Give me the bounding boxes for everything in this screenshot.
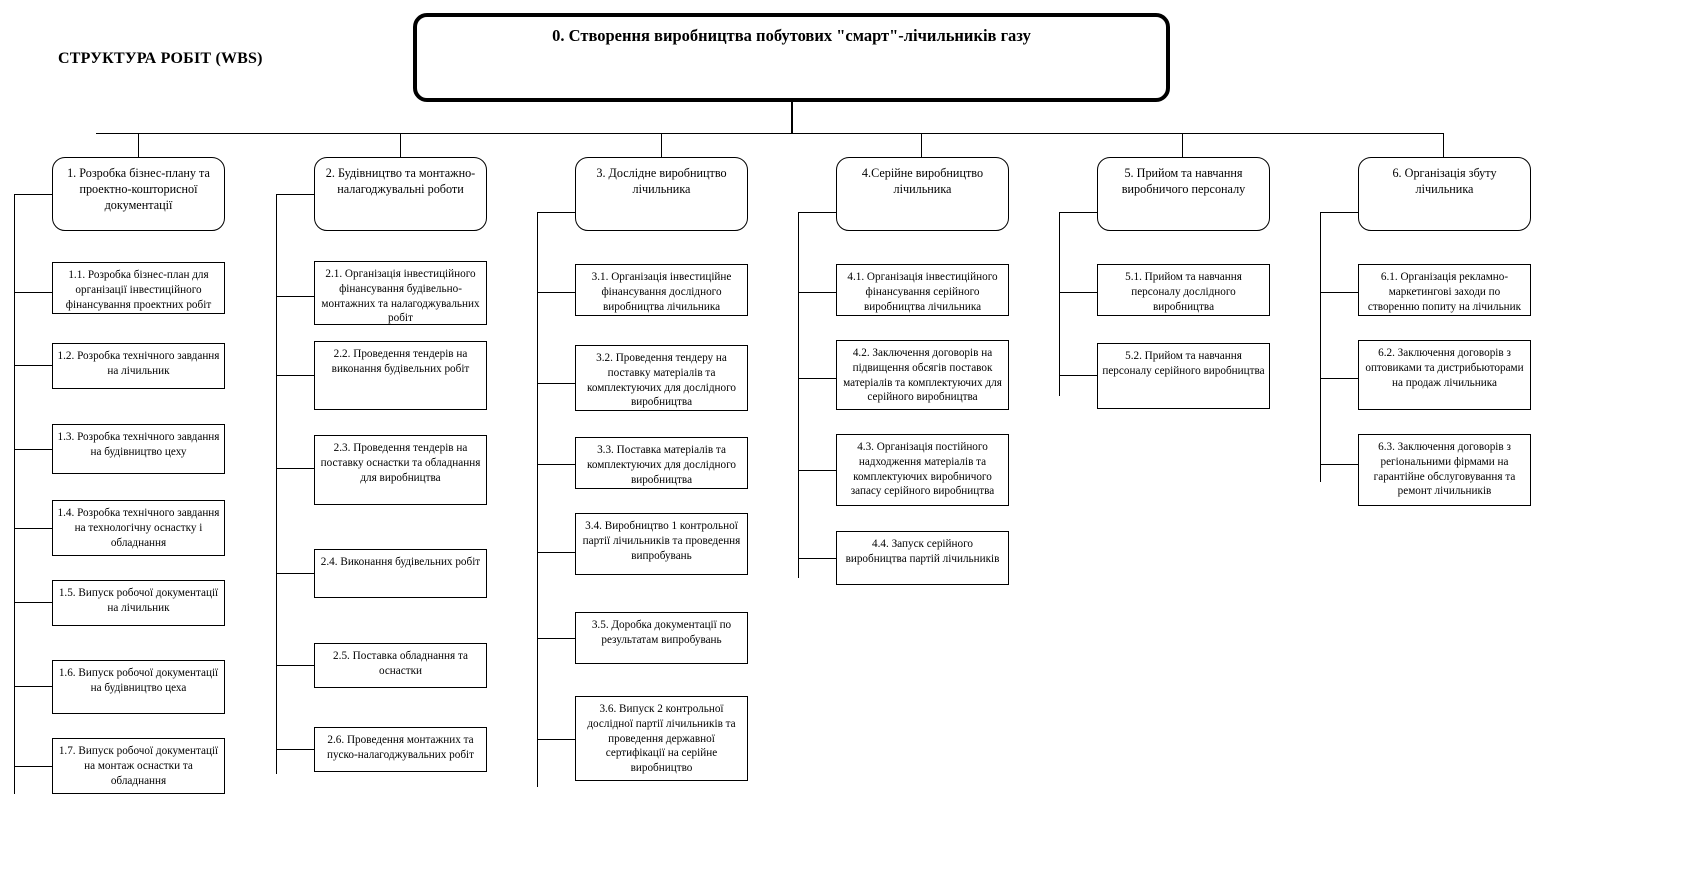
connector-stub-2-3 — [276, 468, 315, 469]
page-title: СТРУКТУРА РОБІТ (WBS) — [58, 50, 263, 67]
connector-stub-2-4 — [276, 573, 315, 574]
wbs-node-2-5[interactable]: 2.5. Поставка обладнання та оснастки — [314, 643, 487, 688]
wbs-node-6-3[interactable]: 6.3. Заключення договорів з регіональним… — [1358, 434, 1531, 506]
connector-drop-6 — [1443, 133, 1444, 157]
connector-drop-5 — [1182, 133, 1183, 157]
connector-stub-5-1 — [1059, 292, 1098, 293]
wbs-node-3-1[interactable]: 3.1. Організація інвестиційне фінансуван… — [575, 264, 748, 316]
wbs-node-2-6[interactable]: 2.6. Проведення монтажних та пуско-налаг… — [314, 727, 487, 772]
connector-root-trunk — [791, 102, 793, 134]
wbs-node-3[interactable]: 3. Дослідне виробництво лічильника — [575, 157, 748, 231]
connector-stub-3-1 — [537, 292, 576, 293]
connector-stub-6-2 — [1320, 378, 1359, 379]
connector-stub-5-header — [1059, 212, 1098, 213]
connector-stub-1-7 — [14, 766, 53, 767]
connector-stub-1-3 — [14, 449, 53, 450]
wbs-node-4-2[interactable]: 4.2. Заключення договорів на підвищення … — [836, 340, 1009, 410]
connector-stub-4-header — [798, 212, 837, 213]
connector-stub-3-5 — [537, 638, 576, 639]
connector-stub-3-3 — [537, 464, 576, 465]
connector-stub-6-1 — [1320, 292, 1359, 293]
connector-stub-5-2 — [1059, 375, 1098, 376]
connector-stub-1-5 — [14, 602, 53, 603]
wbs-node-5[interactable]: 5. Прийом та навчання виробничого персон… — [1097, 157, 1270, 231]
connector-spine-2 — [276, 194, 277, 774]
wbs-node-5-2[interactable]: 5.2. Прийом та навчання персоналу серійн… — [1097, 343, 1270, 409]
connector-spine-4 — [798, 212, 799, 578]
connector-spine-6 — [1320, 212, 1321, 482]
connector-stub-3-header — [537, 212, 576, 213]
connector-stub-1-1 — [14, 292, 53, 293]
wbs-node-2-3[interactable]: 2.3. Проведення тендерів на поставку осн… — [314, 435, 487, 505]
wbs-node-3-2[interactable]: 3.2. Проведення тендеру на поставку мате… — [575, 345, 748, 411]
connector-stub-3-6 — [537, 739, 576, 740]
wbs-node-1-7[interactable]: 1.7. Випуск робочої документації на монт… — [52, 738, 225, 794]
connector-drop-1 — [138, 133, 139, 157]
wbs-node-2-4[interactable]: 2.4. Виконання будівельних робіт — [314, 549, 487, 598]
connector-stub-3-4 — [537, 552, 576, 553]
wbs-node-1-1[interactable]: 1.1. Розробка бізнес-план для організаці… — [52, 262, 225, 314]
wbs-node-2-1[interactable]: 2.1. Організація інвестиційного фінансув… — [314, 261, 487, 325]
connector-stub-2-5 — [276, 665, 315, 666]
connector-stub-6-3 — [1320, 464, 1359, 465]
wbs-root-node[interactable]: 0. Створення виробництва побутових "смар… — [413, 13, 1170, 102]
connector-drop-4 — [921, 133, 922, 157]
wbs-node-4-3[interactable]: 4.3. Організація постійного надходження … — [836, 434, 1009, 506]
wbs-node-1-3[interactable]: 1.3. Розробка технічного завдання на буд… — [52, 424, 225, 474]
connector-stub-2-1 — [276, 296, 315, 297]
connector-level1-bus — [96, 133, 1444, 134]
connector-spine-5 — [1059, 212, 1060, 396]
connector-drop-2 — [400, 133, 401, 157]
connector-stub-6-header — [1320, 212, 1359, 213]
wbs-node-1-2[interactable]: 1.2. Розробка технічного завдання на ліч… — [52, 343, 225, 389]
connector-stub-1-4 — [14, 528, 53, 529]
wbs-node-4-1[interactable]: 4.1. Організація інвестиційного фінансув… — [836, 264, 1009, 316]
wbs-node-6[interactable]: 6. Організація збуту лічильника — [1358, 157, 1531, 231]
wbs-node-1-5[interactable]: 1.5. Випуск робочої документації на лічи… — [52, 580, 225, 626]
wbs-node-1-6[interactable]: 1.6. Випуск робочої документації на буді… — [52, 660, 225, 714]
wbs-node-5-1[interactable]: 5.1. Прийом та навчання персоналу дослід… — [1097, 264, 1270, 316]
connector-spine-1 — [14, 194, 15, 794]
connector-stub-1-header — [14, 194, 53, 195]
connector-drop-3 — [661, 133, 662, 157]
wbs-node-4[interactable]: 4.Серійне виробництво лічильника — [836, 157, 1009, 231]
wbs-node-3-6[interactable]: 3.6. Випуск 2 контрольної дослідної парт… — [575, 696, 748, 781]
wbs-node-6-1[interactable]: 6.1. Організація рекламно-маркетингові з… — [1358, 264, 1531, 316]
wbs-node-4-4[interactable]: 4.4. Запуск серійного виробництва партій… — [836, 531, 1009, 585]
connector-stub-4-2 — [798, 378, 837, 379]
wbs-node-2-2[interactable]: 2.2. Проведення тендерів на виконання бу… — [314, 341, 487, 410]
wbs-node-6-2[interactable]: 6.2. Заключення договорів з оптовиками т… — [1358, 340, 1531, 410]
wbs-node-3-5[interactable]: 3.5. Доробка документації по результатам… — [575, 612, 748, 664]
wbs-node-2[interactable]: 2. Будівництво та монтажно-налагоджуваль… — [314, 157, 487, 231]
connector-stub-4-4 — [798, 558, 837, 559]
connector-stub-2-header — [276, 194, 315, 195]
wbs-node-1[interactable]: 1. Розробка бізнес-плану та проектно-кош… — [52, 157, 225, 231]
connector-stub-1-6 — [14, 686, 53, 687]
connector-stub-3-2 — [537, 383, 576, 384]
wbs-node-1-4[interactable]: 1.4. Розробка технічного завдання на тех… — [52, 500, 225, 556]
connector-spine-3 — [537, 212, 538, 787]
connector-stub-1-2 — [14, 365, 53, 366]
connector-stub-4-1 — [798, 292, 837, 293]
connector-stub-4-3 — [798, 470, 837, 471]
wbs-node-3-3[interactable]: 3.3. Поставка матеріалів та комплектуючи… — [575, 437, 748, 489]
connector-stub-2-6 — [276, 749, 315, 750]
connector-stub-2-2 — [276, 375, 315, 376]
wbs-node-3-4[interactable]: 3.4. Виробництво 1 контрольної партії лі… — [575, 513, 748, 575]
